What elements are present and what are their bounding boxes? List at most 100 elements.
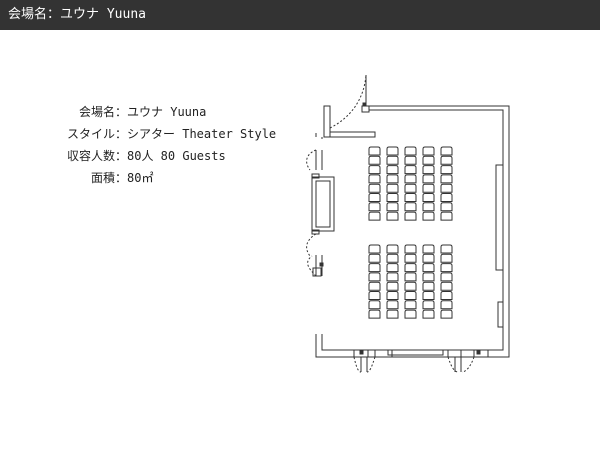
seat [404, 309, 417, 319]
info-value: ユウナ Yuuna [127, 105, 207, 119]
seat [404, 281, 417, 291]
seat [404, 263, 417, 273]
seat [422, 165, 435, 175]
seat [422, 263, 435, 273]
seat [422, 155, 435, 165]
header-title-value: ユウナ Yuuna [60, 7, 146, 22]
header-separator: ： [47, 7, 61, 22]
seat [386, 183, 399, 193]
seat [422, 291, 435, 300]
seat [368, 193, 381, 202]
seat [368, 263, 381, 273]
seat [386, 263, 399, 273]
seat [404, 211, 417, 221]
seat [422, 309, 435, 319]
seat [386, 253, 399, 263]
seat [404, 146, 417, 156]
seat [368, 174, 381, 184]
page-header: 会場名：ユウナ Yuuna [0, 0, 600, 30]
seat [404, 291, 417, 300]
seat [386, 202, 399, 212]
seat [404, 253, 417, 263]
seat [386, 211, 399, 221]
seat [440, 263, 453, 273]
info-label: 会場名 [78, 105, 115, 119]
seat [422, 174, 435, 184]
seat [404, 183, 417, 193]
seat [404, 272, 417, 282]
seat [440, 183, 453, 193]
seat [386, 244, 399, 254]
seat [368, 253, 381, 263]
seat [422, 183, 435, 193]
seat [386, 146, 399, 156]
seat [422, 202, 435, 212]
info-separator: ： [115, 171, 128, 185]
info-value: 80㎡ [127, 171, 154, 185]
seat [422, 281, 435, 291]
seat [404, 165, 417, 175]
right-wall-features [495, 164, 504, 328]
seat [404, 193, 417, 202]
seat [440, 193, 453, 202]
left-alcove [311, 173, 335, 277]
info-row-style: スタイル ： シアター Theater Style [30, 125, 280, 147]
info-separator: ： [115, 127, 128, 141]
seat [386, 309, 399, 319]
seat [440, 272, 453, 282]
seat [422, 300, 435, 310]
seat [368, 202, 381, 212]
info-value: シアター Theater Style [127, 127, 277, 141]
seat [440, 146, 453, 156]
seat [440, 165, 453, 175]
seat [386, 155, 399, 165]
seat [368, 211, 381, 221]
seat [386, 174, 399, 184]
info-label: スタイル [66, 127, 115, 141]
seat [368, 291, 381, 300]
bottom-doors [353, 356, 475, 373]
seat [386, 300, 399, 310]
seat [368, 300, 381, 310]
room-walls [315, 105, 510, 358]
seat [404, 202, 417, 212]
seat [368, 244, 381, 254]
seat [368, 183, 381, 193]
seat [440, 281, 453, 291]
seat [368, 165, 381, 175]
seat [386, 165, 399, 175]
info-row-capacity: 収容人数 ： 80人 80 Guests [30, 147, 280, 169]
left-door [306, 149, 317, 277]
seat [368, 155, 381, 165]
seat [440, 155, 453, 165]
seat [440, 291, 453, 300]
seat [404, 300, 417, 310]
info-row-venue-name: 会場名 ： ユウナ Yuuna [30, 103, 280, 125]
seat [368, 281, 381, 291]
wall-markers [319, 102, 481, 355]
seat [368, 309, 381, 319]
seating-area [368, 146, 453, 319]
seat [386, 291, 399, 300]
seat [404, 174, 417, 184]
seat [440, 174, 453, 184]
seat [404, 155, 417, 165]
info-row-area: 面積 ： 80㎡ [30, 169, 280, 191]
seat [404, 244, 417, 254]
seat [422, 193, 435, 202]
header-title-label: 会場名 [8, 7, 48, 22]
seat [440, 211, 453, 221]
seat [440, 253, 453, 263]
seat [440, 309, 453, 319]
info-separator: ： [115, 149, 128, 163]
seat [440, 244, 453, 254]
seat [422, 211, 435, 221]
bottom-door-frames [360, 349, 462, 372]
seat [368, 146, 381, 156]
seat [422, 253, 435, 263]
seat [422, 272, 435, 282]
info-label: 収容人数 [66, 149, 115, 163]
seat [422, 146, 435, 156]
seat [386, 272, 399, 282]
info-value: 80人 80 Guests [127, 149, 226, 163]
